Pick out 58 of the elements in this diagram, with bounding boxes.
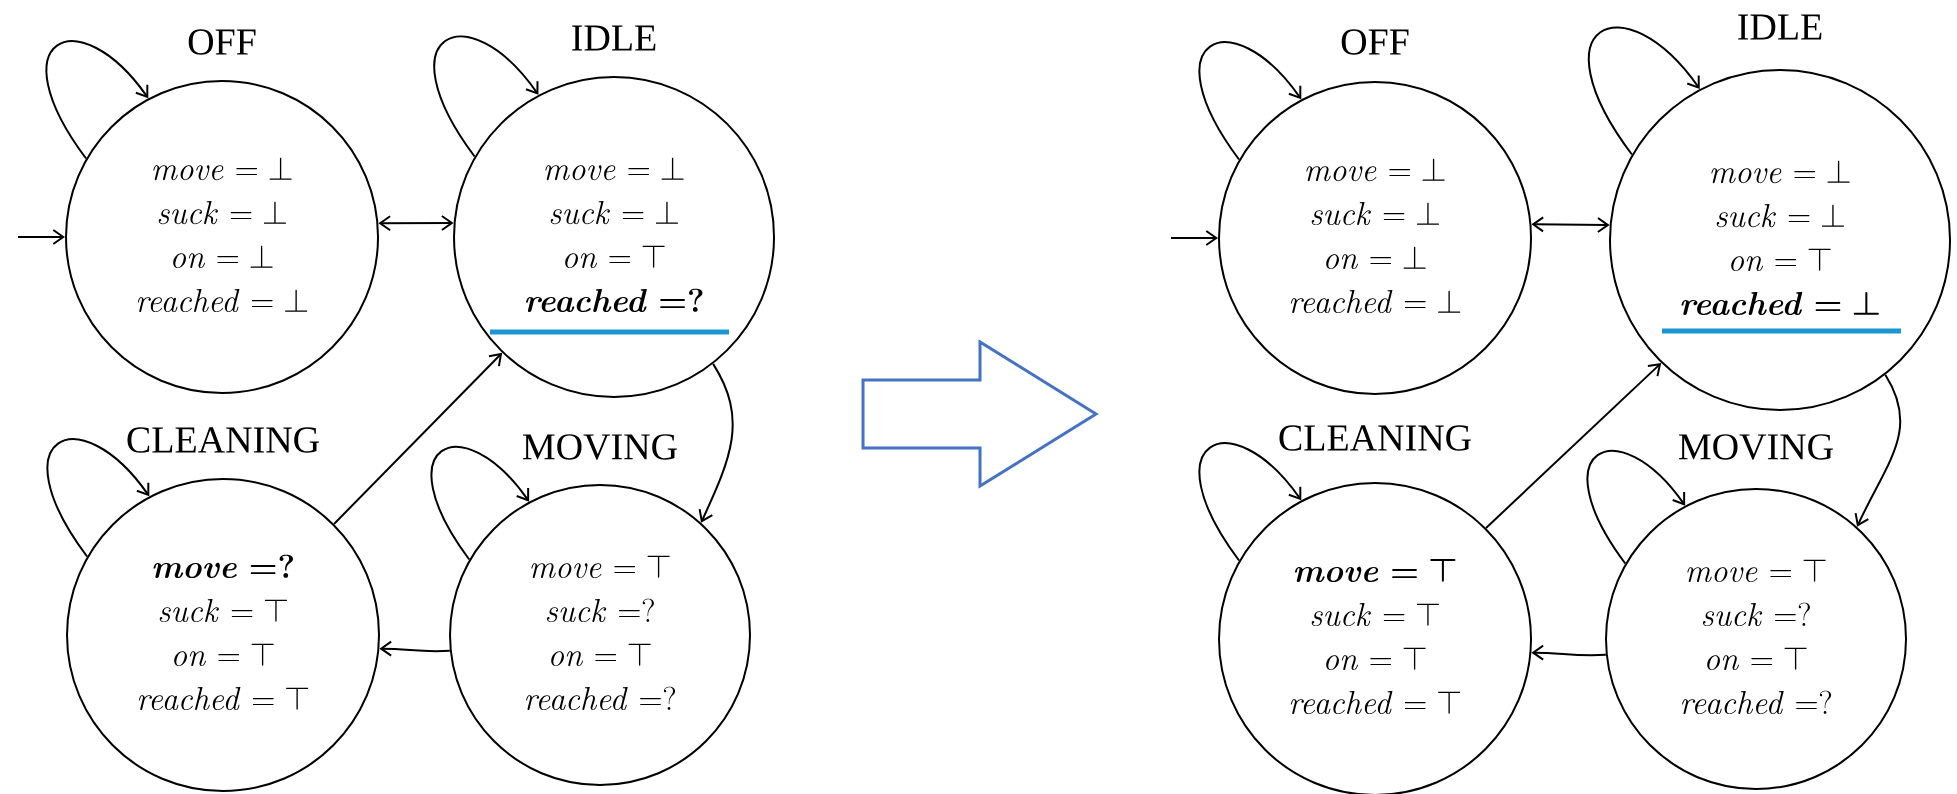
node-label: $\bm{\mathit{reached} = \bot}$ [1681, 291, 1879, 316]
node-label: $\mathit{on} = \top$ [174, 643, 274, 667]
arrow [1854, 373, 1902, 527]
node-label: $\mathit{suck} = \bot$ [550, 200, 678, 225]
node-label: $\mathit{suck} = \bot$ [158, 200, 286, 225]
arrow [1170, 230, 1218, 246]
node-label: $\bm{\mathit{move} =?}$ [153, 554, 294, 579]
node-label: $\mathit{reached} = \bot$ [137, 288, 308, 313]
arrow [430, 446, 530, 561]
node-label: $\mathit{move} = \bot$ [545, 157, 684, 181]
arrow [1198, 41, 1302, 161]
node-label: $\mathit{on} = \top$ [551, 643, 651, 667]
node-label: $\mathit{suck} = \top$ [1311, 602, 1439, 627]
node-label: $\mathit{on} = \top$ [1731, 248, 1831, 272]
node-label: $\mathit{reached} = \top$ [138, 686, 309, 711]
node-label: $\bm{\mathit{reached} =?}$ [526, 288, 703, 313]
node-label: $\mathit{move} = \bot$ [1711, 160, 1850, 184]
node-label: $\bm{\mathit{move} = \top}$ [1294, 558, 1456, 583]
node-label: $\mathit{reached} =?$ [1682, 690, 1832, 715]
node-label: $\mathit{suck} = \bot$ [1716, 203, 1844, 228]
node-label: $\mathit{move} = \bot$ [153, 157, 292, 181]
node-label: $\mathit{on} = \bot$ [1326, 246, 1426, 270]
state-title: OFF [1341, 29, 1409, 55]
arrow [379, 640, 451, 657]
state-title: MOVING [523, 434, 677, 460]
node-label: $\mathit{reached} = \bot$ [1290, 289, 1461, 314]
node-label: $\mathit{on} = \top$ [1326, 647, 1426, 671]
state-title: IDLE [572, 25, 656, 51]
state-title: CLEANING [1279, 425, 1471, 451]
state-title: IDLE [1738, 14, 1822, 40]
node-label: $\mathit{suck} = \bot$ [1311, 201, 1439, 226]
arrow [1588, 26, 1700, 156]
state-title: CLEANING [127, 427, 319, 453]
arrow [1531, 644, 1607, 661]
arrow [433, 35, 539, 158]
arrow [45, 40, 149, 160]
node-label: $\mathit{move} = \top$ [531, 555, 670, 579]
arrow [1485, 363, 1662, 529]
node-label: $\mathit{reached} = \top$ [1290, 690, 1461, 715]
node-label: $\mathit{move} = \bot$ [1306, 158, 1445, 182]
node-label: $\mathit{suck} =?$ [546, 598, 654, 623]
arrow [333, 352, 503, 525]
node-label: $\mathit{on} = \top$ [565, 245, 665, 269]
arrow [46, 438, 150, 558]
arrow [698, 362, 734, 523]
node-label: $\mathit{suck} =?$ [1702, 602, 1810, 627]
arrow [1198, 442, 1302, 562]
node-label: $\mathit{on} = \top$ [1707, 647, 1807, 671]
state-title: OFF [188, 29, 256, 55]
node-label: $\mathit{suck} = \top$ [159, 598, 287, 623]
node-label: $\mathit{on} = \bot$ [173, 245, 273, 269]
node-label: $\mathit{reached} =?$ [526, 686, 676, 711]
arrow [17, 229, 65, 245]
node-label: $\mathit{move} = \top$ [1687, 559, 1826, 583]
arrow [1531, 216, 1610, 233]
state-title: MOVING [1679, 434, 1833, 460]
arrow [1586, 450, 1686, 565]
arrow [378, 215, 454, 232]
